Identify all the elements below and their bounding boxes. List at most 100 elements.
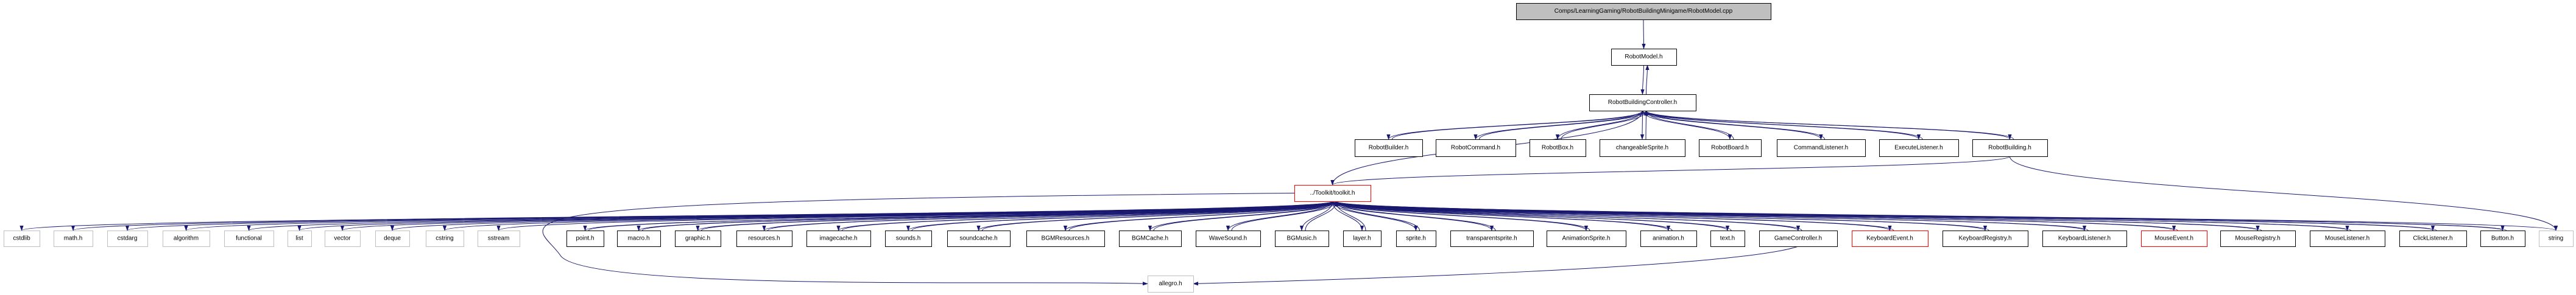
node-cstring[interactable]: cstring — [426, 231, 464, 247]
node-imagecache[interactable]: imagecache.h — [806, 231, 871, 247]
node-toolkit[interactable]: ../Toolkit/toolkit.h — [1294, 185, 1371, 202]
node-box — [2042, 231, 2127, 247]
node-robotbox[interactable]: RobotBox.h — [1530, 139, 1586, 157]
node-box — [1943, 231, 2028, 247]
node-bgmusic[interactable]: BGMusic.h — [1275, 231, 1329, 247]
edge-wavesound-to-toolkit — [1231, 201, 1338, 231]
node-label: KeyboardEvent.h — [1866, 235, 1913, 242]
node-label: WaveSound.h — [1209, 235, 1247, 242]
node-point[interactable]: point.h — [566, 231, 604, 247]
node-root[interactable]: Comps/LearningGaming/RobotBuildingMiniga… — [1516, 3, 1771, 20]
node-box — [1852, 231, 1928, 247]
node-box — [1879, 139, 1959, 157]
node-sounds[interactable]: sounds.h — [885, 231, 932, 247]
node-label: ExecuteListener.h — [1894, 145, 1943, 151]
node-box — [2399, 231, 2467, 247]
node-sstream[interactable]: sstream — [478, 231, 520, 247]
edge-toolkit-to-transparentsprite — [1332, 201, 1494, 231]
node-label: layer.h — [1353, 235, 1371, 242]
node-math[interactable]: math.h — [54, 231, 93, 247]
node-box — [1119, 231, 1182, 247]
node-mouseevent[interactable]: MouseEvent.h — [2141, 231, 2207, 247]
edge-toolkit-to-wavesound — [1226, 201, 1333, 231]
node-wavesound[interactable]: WaveSound.h — [1196, 231, 1261, 247]
node-bgmcache[interactable]: BGMCache.h — [1119, 231, 1182, 247]
node-label: RobotBuilding.h — [1988, 145, 2031, 151]
node-text[interactable]: text.h — [1710, 231, 1745, 247]
edge-controller-to-robotcommand — [1473, 110, 1643, 140]
edge-toolkit-to-vector — [341, 201, 1333, 231]
node-box — [885, 231, 932, 247]
node-label: BGMResources.h — [1042, 235, 1090, 242]
node-label: imagecache.h — [819, 235, 857, 242]
node-label: Button.h — [2491, 235, 2514, 242]
edges-layer — [20, 19, 2558, 286]
edge-toolkit-to-list — [297, 201, 1333, 231]
node-algorithm[interactable]: algorithm — [163, 231, 210, 247]
edge-sprite-to-toolkit — [1334, 201, 1420, 231]
node-cstdlib[interactable]: cstdlib — [4, 231, 40, 247]
node-list[interactable]: list — [288, 231, 312, 247]
node-soundcache[interactable]: soundcache.h — [947, 231, 1011, 247]
node-graphic[interactable]: graphic.h — [675, 231, 721, 247]
node-box — [1640, 231, 1697, 247]
node-box — [1600, 139, 1685, 157]
node-functional[interactable]: functional — [224, 231, 274, 247]
node-controller[interactable]: RobotBuildingController.h — [1589, 94, 1696, 111]
node-mouseregistry[interactable]: MouseRegistry.h — [2220, 231, 2296, 247]
node-box — [1611, 49, 1677, 66]
edge-controller-to-changeablesprite — [1640, 110, 1645, 140]
node-robotbuilder[interactable]: RobotBuilder.h — [1355, 139, 1423, 157]
node-box — [325, 231, 361, 247]
node-clicklistener[interactable]: ClickListener.h — [2399, 231, 2467, 247]
node-label: RobotBuildingController.h — [1608, 99, 1677, 106]
node-keyboardregistry[interactable]: KeyboardRegistry.h — [1943, 231, 2028, 247]
node-keyboardevent[interactable]: KeyboardEvent.h — [1852, 231, 1928, 247]
node-vector[interactable]: vector — [325, 231, 361, 247]
node-string[interactable]: string — [2539, 231, 2574, 247]
edge-gamecontroller-to-toolkit — [1334, 201, 1802, 231]
node-box — [1710, 231, 1745, 247]
node-label: MouseRegistry.h — [2235, 235, 2280, 242]
node-box — [2141, 231, 2207, 247]
node-box — [2539, 231, 2574, 247]
node-label: changeableSprite.h — [1616, 145, 1668, 151]
node-keyboardlistener[interactable]: KeyboardListener.h — [2042, 231, 2127, 247]
node-mouselistener[interactable]: MouseListener.h — [2310, 231, 2385, 247]
edge-robotcommand-to-controller — [1479, 110, 1648, 140]
node-label: cstring — [436, 235, 453, 242]
node-changeablesprite[interactable]: changeableSprite.h — [1600, 139, 1685, 157]
node-bgmresources[interactable]: BGMResources.h — [1026, 231, 1105, 247]
node-deque[interactable]: deque — [375, 231, 410, 247]
node-label: cstdarg — [118, 235, 138, 242]
node-layer[interactable]: layer.h — [1343, 231, 1382, 247]
node-label: Comps/LearningGaming/RobotBuildingMiniga… — [1554, 8, 1733, 15]
node-box — [375, 231, 410, 247]
node-label: string — [2549, 235, 2563, 242]
node-label: deque — [384, 235, 401, 242]
node-robotbuilding[interactable]: RobotBuilding.h — [1972, 139, 2048, 157]
node-box — [1294, 185, 1371, 202]
node-robotboard[interactable]: RobotBoard.h — [1699, 139, 1762, 157]
node-executelistener[interactable]: ExecuteListener.h — [1879, 139, 1959, 157]
node-cstdarg[interactable]: cstdarg — [107, 231, 148, 247]
node-gamecontroller[interactable]: GameController.h — [1759, 231, 1838, 247]
node-robotcommand[interactable]: RobotCommand.h — [1436, 139, 1516, 157]
node-box — [2480, 231, 2525, 247]
node-button[interactable]: Button.h — [2480, 231, 2525, 247]
node-label: macro.h — [627, 235, 649, 242]
node-label: GameController.h — [1774, 235, 1822, 242]
node-macro[interactable]: macro.h — [617, 231, 661, 247]
node-animation[interactable]: animation.h — [1640, 231, 1697, 247]
node-transparentsprite[interactable]: transparentsprite.h — [1450, 231, 1534, 247]
node-sprite[interactable]: sprite.h — [1396, 231, 1436, 247]
node-resources[interactable]: resources.h — [736, 231, 792, 247]
edge-robotbuilding-to-string — [2010, 156, 2558, 231]
node-robotmodel[interactable]: RobotModel.h — [1611, 49, 1677, 66]
node-box — [1275, 231, 1329, 247]
node-label: functional — [236, 235, 262, 242]
node-allegro[interactable]: allegro.h — [1148, 276, 1194, 293]
node-animationsprite[interactable]: AnimationSprite.h — [1547, 231, 1626, 247]
node-commandlistener[interactable]: CommandListener.h — [1777, 139, 1866, 157]
